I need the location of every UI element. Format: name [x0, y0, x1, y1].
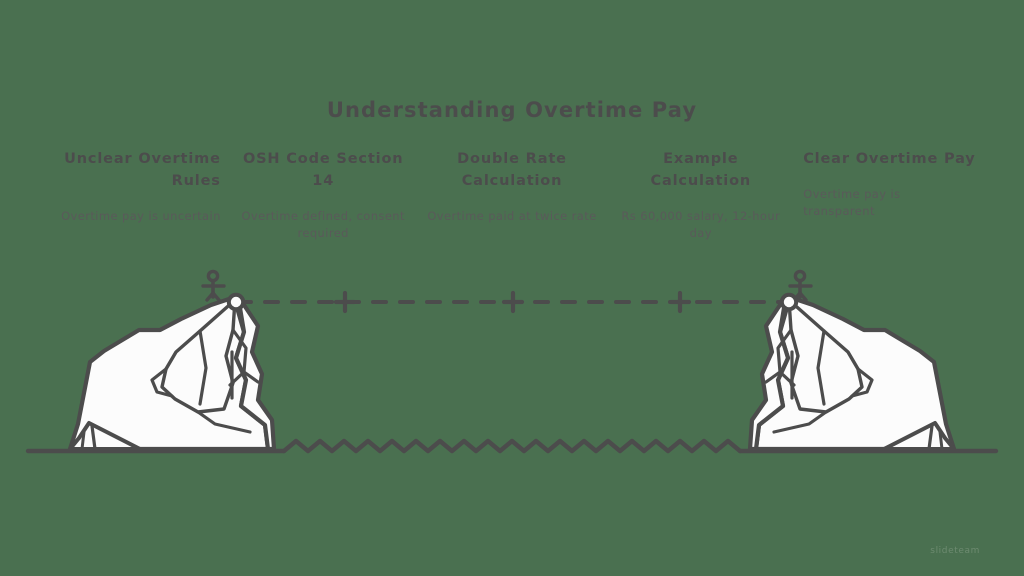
column-4-heading: Example Calculation — [650, 151, 752, 189]
page-title: Understanding Overtime Pay — [326, 98, 698, 122]
columns-container: Unclear Overtime Rules Overtime pay is u… — [40, 148, 984, 258]
column-1-caption: Overtime pay is uncertain — [61, 209, 221, 223]
column-5-caption: Overtime pay is transparent — [803, 187, 901, 218]
column-1: Unclear Overtime Rules Overtime pay is u… — [40, 148, 229, 225]
rope-cross-marker-2 — [501, 290, 525, 314]
rope-cross-marker-3 — [668, 290, 692, 314]
right-mountain — [750, 296, 954, 449]
rope-anchor-ring-right — [779, 292, 799, 312]
left-climber-figure — [201, 269, 226, 302]
rope-cross-marker-1 — [333, 290, 357, 314]
left-mountain — [70, 296, 274, 449]
wavy-water-line — [25, 438, 999, 454]
column-5-heading: Clear Overtime Pay — [803, 151, 976, 167]
column-2-heading: OSH Code Section 14 — [242, 151, 404, 189]
watermark: slideteam — [930, 546, 980, 556]
column-3-caption: Overtime paid at twice rate — [427, 209, 597, 223]
column-3-heading: Double Rate Calculation — [457, 151, 567, 189]
column-5: Clear Overtime Pay Overtime pay is trans… — [795, 148, 984, 220]
column-2: OSH Code Section 14 Overtime defined, co… — [229, 148, 418, 242]
column-4: Example Calculation Rs 60,000 salary, 12… — [606, 148, 795, 242]
column-4-caption: Rs 60,000 salary, 12-hour day — [621, 209, 781, 240]
column-2-caption: Overtime defined, consent required — [241, 209, 405, 240]
column-1-heading: Unclear Overtime Rules — [64, 151, 221, 189]
rope-anchor-ring-left — [226, 292, 246, 312]
column-3: Double Rate Calculation Overtime paid at… — [418, 148, 607, 225]
